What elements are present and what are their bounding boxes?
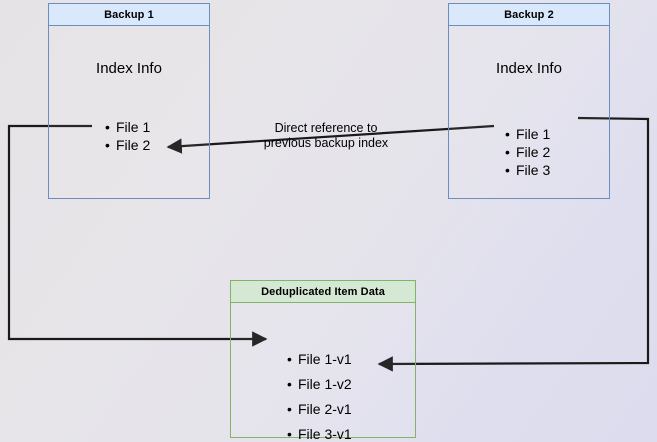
list-item: • File 2 <box>505 143 551 161</box>
backup-1-header: Backup 1 <box>49 4 209 26</box>
edge-label-direct-reference: Direct reference to previous backup inde… <box>244 121 408 151</box>
bullet-icon: • <box>287 351 292 367</box>
list-item-label: File 2 <box>116 137 151 153</box>
bullet-icon: • <box>505 144 510 160</box>
edge-label-line-2: previous backup index <box>263 136 389 150</box>
bullet-icon: • <box>287 426 292 442</box>
list-item: • File 3 <box>505 161 551 179</box>
list-item: • File 1-v2 <box>287 372 352 397</box>
backup-2-file-list: • File 1 • File 2 • File 3 <box>502 125 550 179</box>
backup-2-header: Backup 2 <box>449 4 609 26</box>
edge-label-line-1: Direct reference to <box>274 121 378 135</box>
bullet-icon: • <box>505 162 510 178</box>
list-item-label: File 1 <box>516 126 551 142</box>
bullet-icon: • <box>287 401 292 417</box>
list-item: • File 2 <box>105 136 151 154</box>
list-item: • File 1 <box>105 118 151 136</box>
list-item-label: File 2 <box>516 144 551 160</box>
list-item: • File 3-v1 <box>287 422 352 442</box>
bullet-icon: • <box>287 376 292 392</box>
backup-1-index-title: Index Info <box>96 60 162 77</box>
list-item-label: File 1 <box>116 119 151 135</box>
backup-2-body: Index Info • File 1 • File 2 • File 3 <box>449 26 609 198</box>
list-item-label: File 1-v1 <box>298 351 352 367</box>
bullet-icon: • <box>505 126 510 142</box>
deduplicated-item-data-node[interactable]: Deduplicated Item Data • File 1-v1 • Fil… <box>230 280 416 442</box>
list-item: • File 2-v1 <box>287 397 352 422</box>
bullet-icon: • <box>105 119 110 135</box>
backup-2-node[interactable]: Backup 2 Index Info • File 1 • File 2 • … <box>448 3 610 199</box>
bullet-icon: • <box>105 137 110 153</box>
deduplicated-item-list: • File 1-v1 • File 1-v2 • File 2-v1 • Fi… <box>284 347 352 442</box>
deduplicated-item-data-header: Deduplicated Item Data <box>231 281 415 303</box>
list-item: • File 1 <box>505 125 551 143</box>
backup-1-file-list: • File 1 • File 2 <box>102 118 150 154</box>
list-item-label: File 3-v1 <box>298 426 352 442</box>
backup-1-node[interactable]: Backup 1 Index Info • File 1 • File 2 <box>48 3 210 199</box>
list-item-label: File 3 <box>516 162 551 178</box>
backup-2-index-title: Index Info <box>496 60 562 77</box>
list-item-label: File 2-v1 <box>298 401 352 417</box>
backup-1-body: Index Info • File 1 • File 2 <box>49 26 209 198</box>
list-item-label: File 1-v2 <box>298 376 352 392</box>
list-item: • File 1-v1 <box>287 347 352 372</box>
deduplicated-item-data-body: • File 1-v1 • File 1-v2 • File 2-v1 • Fi… <box>231 303 415 442</box>
